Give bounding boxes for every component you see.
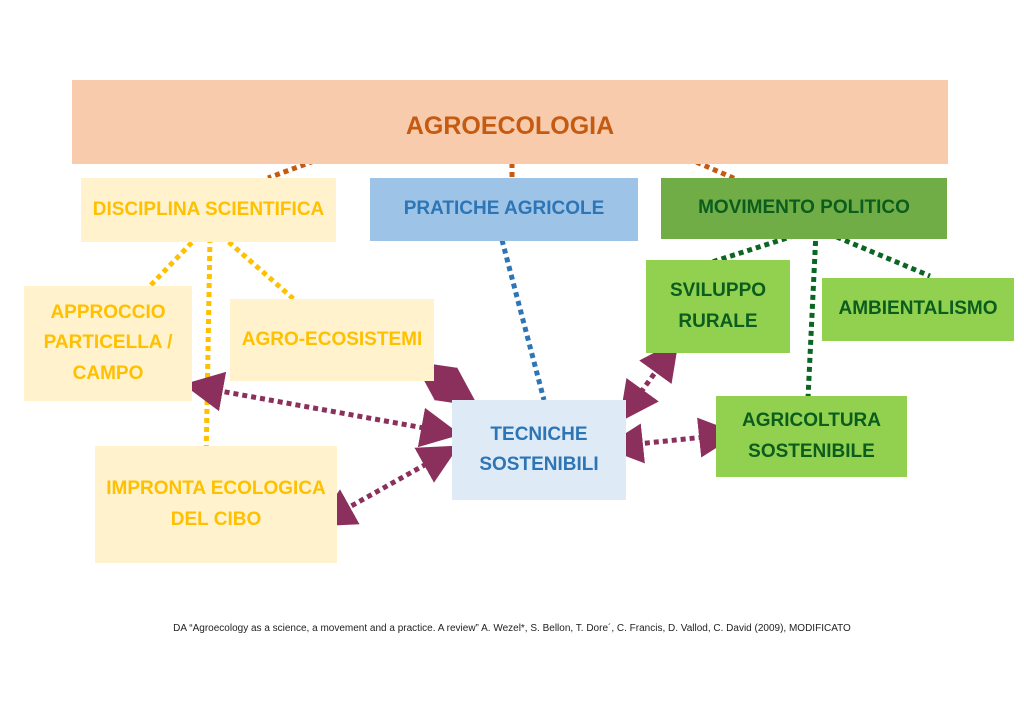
node-sustainable-line-2: SOSTENIBILE: [748, 440, 875, 462]
link-science-to-footprint: [203, 237, 213, 463]
link-practice-to-center: [499, 239, 547, 401]
node-environmentalism: AMBIENTALISMO: [822, 278, 1014, 341]
node-footprint-line-2: DEL CIBO: [170, 508, 262, 530]
arrow-footprint-center: [314, 445, 460, 527]
source-caption: DA “Agroecology as a science, a movement…: [173, 623, 851, 634]
node-agroecosystems-label: AGRO-ECOSISTEMI: [241, 328, 423, 350]
node-rural-line-2: RURALE: [678, 310, 758, 332]
node-center-line-2: SOSTENIBILI: [479, 454, 599, 475]
node-footprint-line-1: IMPRONTA ECOLOGICA: [106, 478, 326, 500]
link-science-to-plot: [148, 234, 200, 288]
root-node: AGROECOLOGIA: [72, 80, 948, 164]
node-plot-line-1: APPROCCIO: [50, 301, 166, 323]
node-rural-development: SVILUPPO RURALE: [646, 260, 790, 353]
node-agroecosystems: AGRO-ECOSISTEMI: [230, 299, 434, 381]
node-environmentalism-label: AMBIENTALISMO: [838, 298, 998, 320]
node-plot-line-3: CAMPO: [72, 362, 144, 384]
node-rural-line-1: SVILUPPO: [669, 280, 767, 302]
node-sustainable-techniques: TECNICHE SOSTENIBILI: [452, 400, 626, 500]
branch-practice-label: PRATICHE AGRICOLE: [403, 198, 605, 220]
node-sustainable-agriculture: AGRICOLTURA SOSTENIBILE: [716, 396, 907, 477]
root-label: AGROECOLOGIA: [391, 106, 629, 146]
arrow-plot-center: [183, 371, 461, 448]
arrow-sustainable-center: [603, 417, 739, 464]
node-plot-approach: APPROCCIO PARTICELLA / CAMPO: [24, 286, 192, 401]
node-sustainable-line-1: AGRICOLTURA: [742, 410, 881, 432]
branch-movement: MOVIMENTO POLITICO: [661, 178, 947, 239]
node-ecological-footprint: IMPRONTA ECOLOGICA DEL CIBO: [95, 446, 337, 563]
branch-science: DISCIPLINA SCIENTIFICA: [81, 178, 336, 242]
branch-practice: PRATICHE AGRICOLE: [370, 178, 638, 241]
arrow-rural-center: [619, 339, 679, 423]
node-plot-line-2: PARTICELLA /: [43, 332, 173, 354]
branch-movement-label: MOVIMENTO POLITICO: [698, 197, 910, 219]
branch-science-label: DISCIPLINA SCIENTIFICA: [92, 198, 325, 220]
node-center-line-1: TECNICHE: [490, 423, 588, 445]
link-movement-to-sustainable: [805, 231, 819, 399]
